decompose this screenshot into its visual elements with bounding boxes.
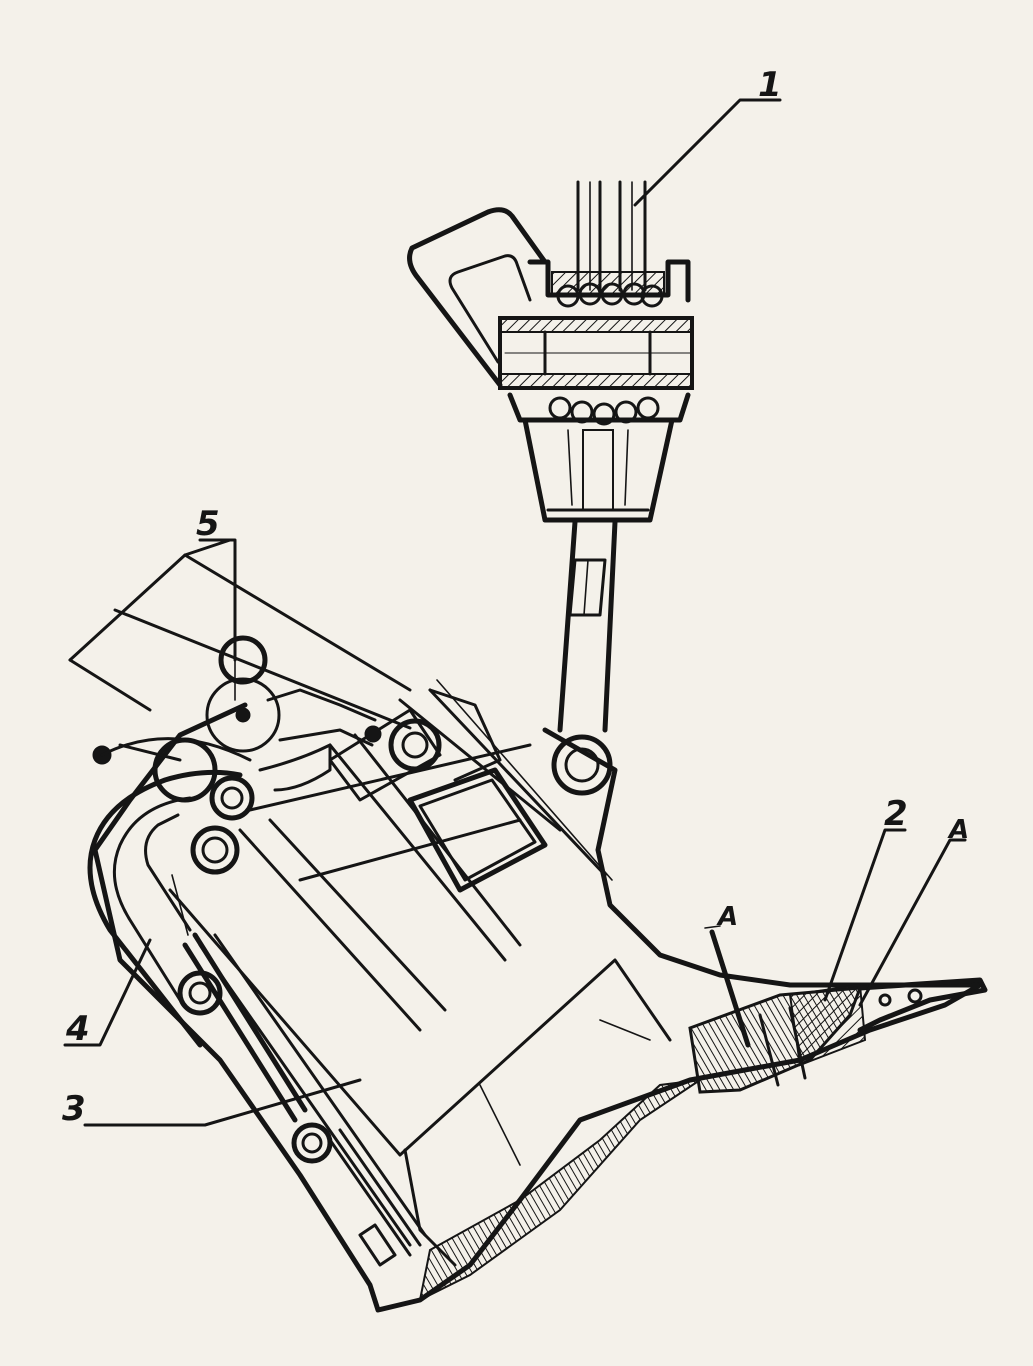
callout-2-label: 2 (884, 794, 908, 834)
section-mark-a-right: A (947, 815, 969, 845)
callout-5-label: 5 (196, 504, 220, 544)
lever-mechanism (68, 538, 613, 1267)
main-body (92, 688, 983, 1313)
curved-guide (87, 769, 243, 1048)
callouts: 1 2 3 4 5 A A (62, 65, 969, 1129)
callout-1-label: 1 (758, 65, 782, 105)
callout-4-label: 4 (65, 1009, 90, 1049)
callout-3-label: 3 (62, 1089, 86, 1129)
leader-lines (63, 98, 967, 1127)
bearing-assembly (407, 180, 694, 796)
blade-tip (688, 925, 988, 1094)
section-mark-a-left: A (716, 902, 738, 932)
